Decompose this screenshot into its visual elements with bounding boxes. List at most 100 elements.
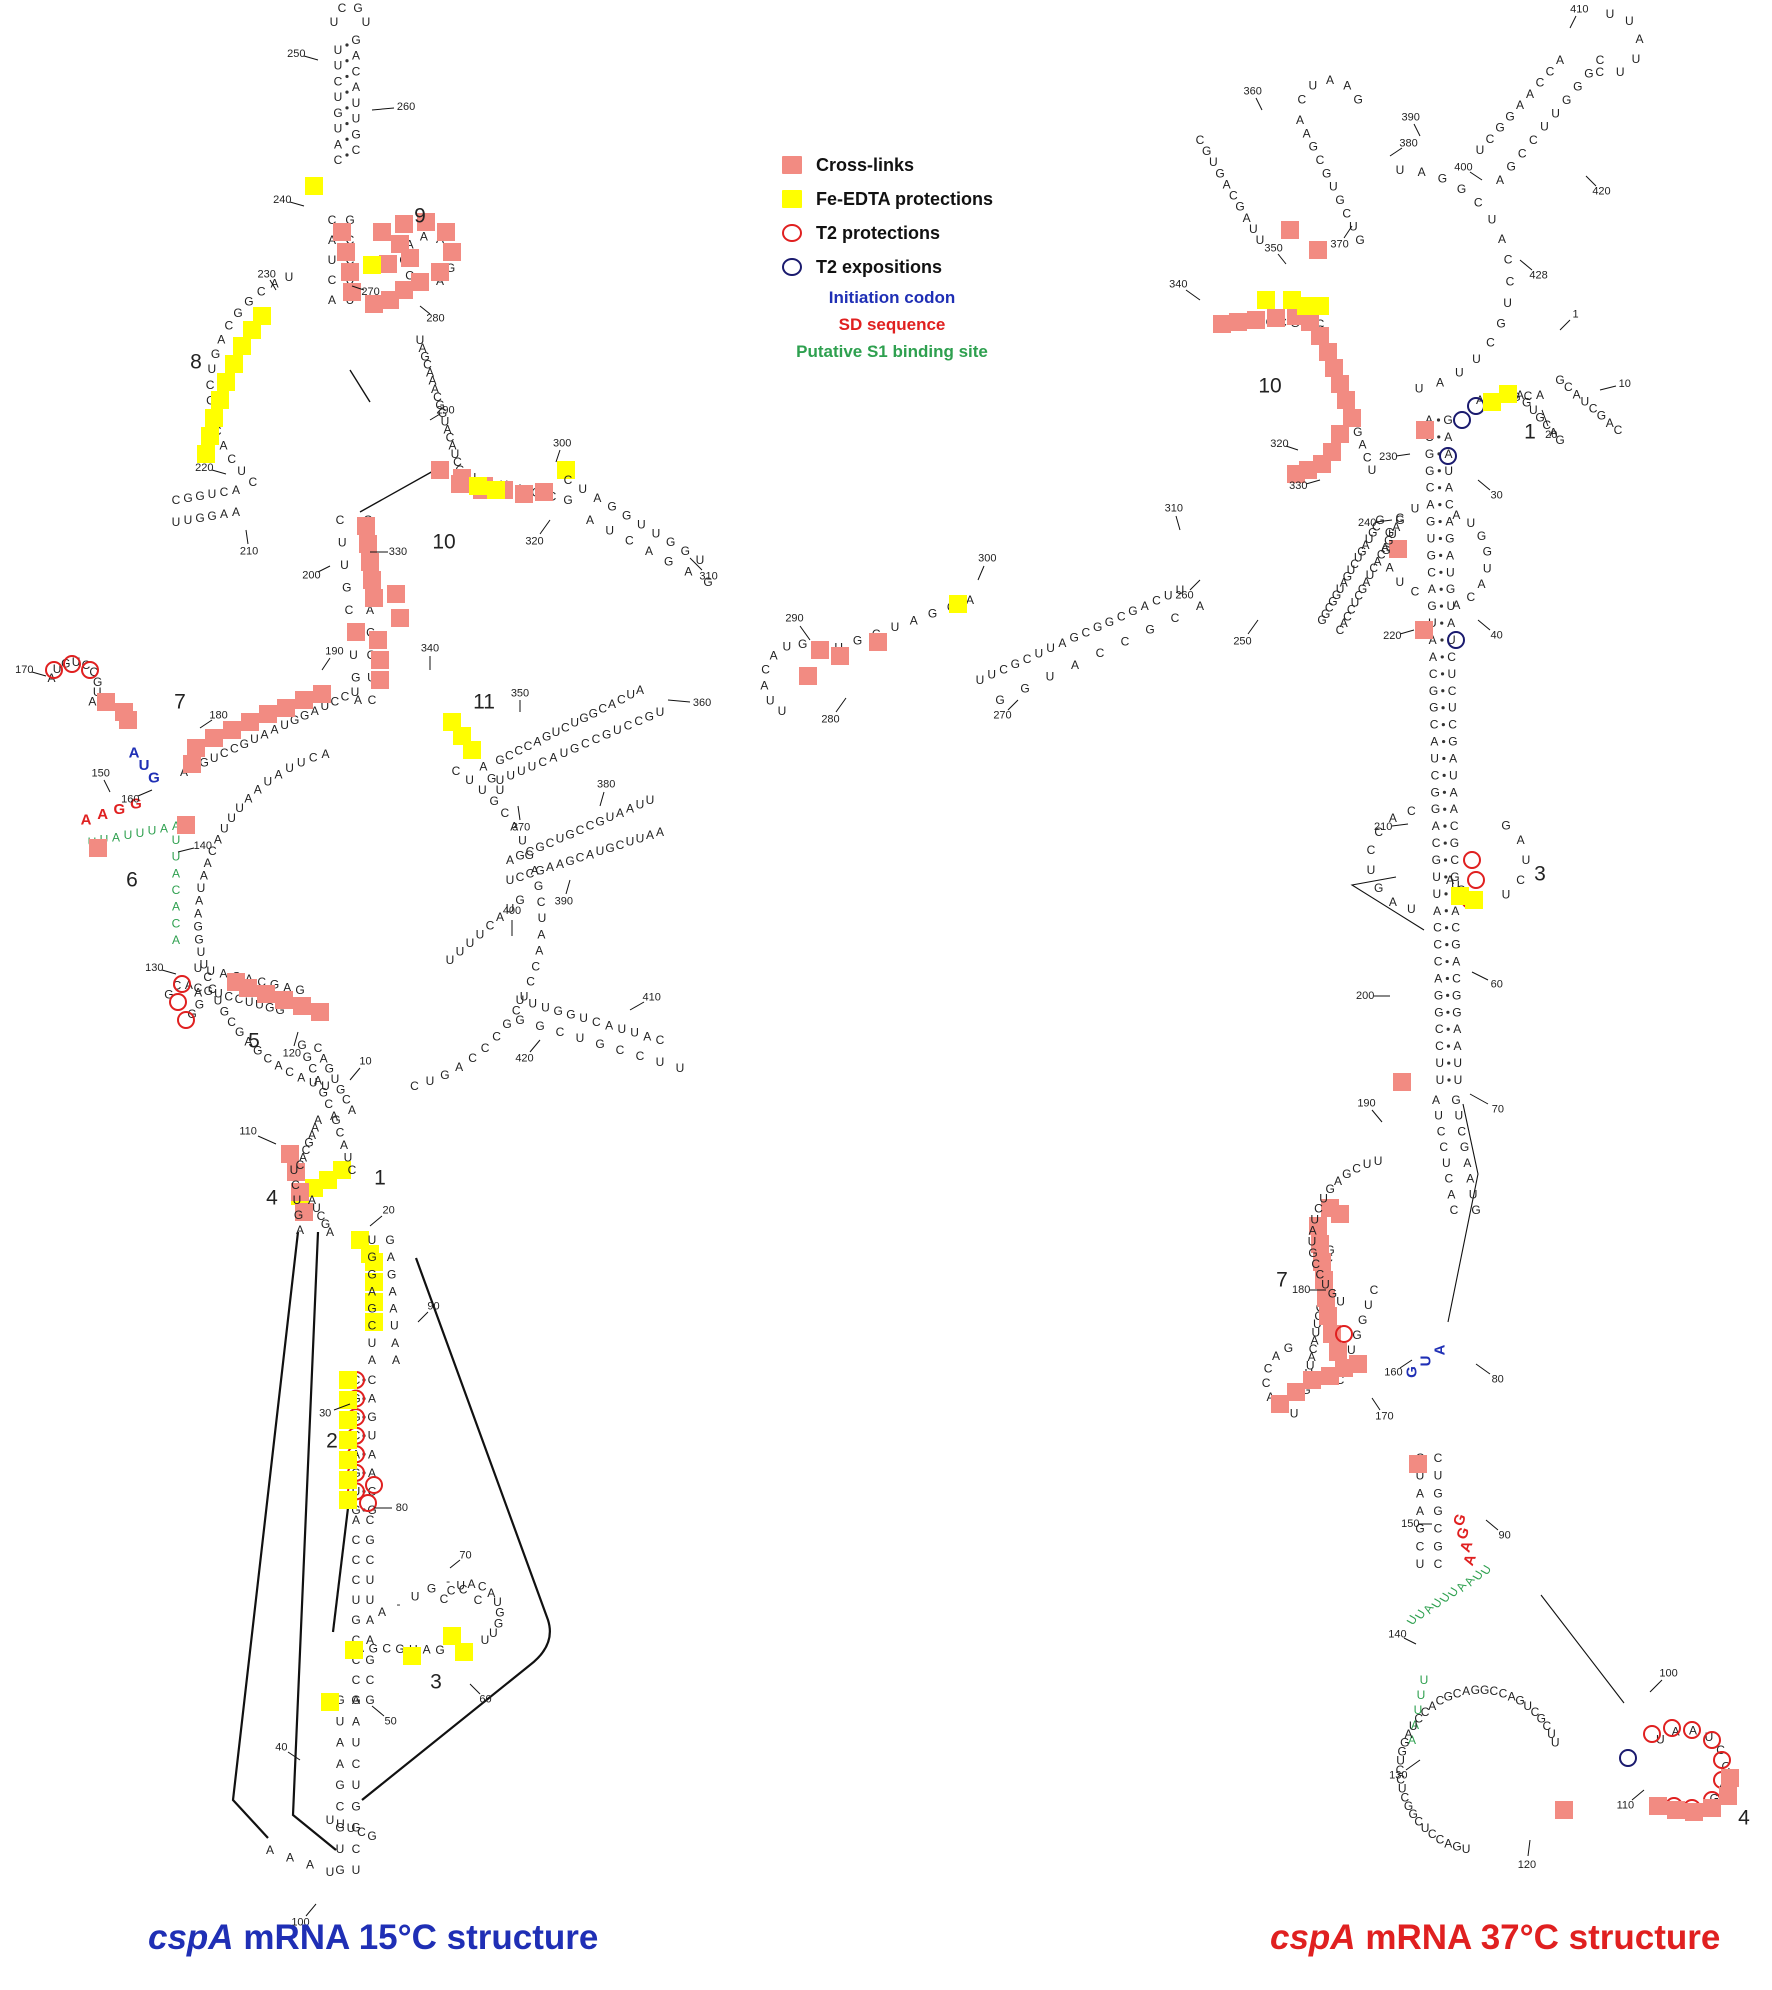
nucleotide: C	[317, 1209, 326, 1223]
nucleotide: U	[1581, 394, 1590, 408]
crosslink-mark	[1319, 1307, 1337, 1325]
crosslink-mark	[119, 711, 137, 729]
nucleotide: C	[1372, 519, 1381, 533]
t2-protection-ring	[1713, 1751, 1731, 1769]
nucleotide: A	[299, 1151, 307, 1165]
nucleotide: G	[183, 491, 192, 505]
base-pair-dot	[1437, 486, 1442, 490]
nucleotide: U	[1523, 1699, 1532, 1713]
nucleotide: G	[534, 879, 543, 893]
base-pair-dot	[1443, 807, 1447, 811]
nucleotide: C	[1516, 873, 1525, 887]
s1-nucleotide: U	[1414, 1703, 1423, 1717]
nucleotide: U	[1312, 1325, 1321, 1339]
crosslink-mark	[451, 475, 469, 493]
nucleotide: U	[493, 1595, 502, 1609]
nucleotide: G	[1431, 802, 1440, 816]
position-label-tick	[1189, 579, 1201, 591]
nucleotide: A	[636, 683, 644, 697]
nucleotide: U	[528, 997, 537, 1011]
nucleotide: A	[219, 967, 227, 981]
nucleotide: C	[1504, 253, 1513, 267]
crosslink-mark	[357, 517, 375, 535]
base-pair-dot	[1441, 689, 1445, 693]
t2-protection-ring	[169, 993, 187, 1011]
nucleotide: G	[1452, 1840, 1461, 1854]
nucleotide: -	[397, 1597, 401, 1611]
base-pair-dot	[1441, 706, 1445, 710]
position-label: 160	[1384, 1366, 1402, 1378]
nucleotide: A	[387, 1250, 395, 1264]
nucleotide: U	[326, 1865, 335, 1879]
nucleotide: A	[352, 1513, 360, 1527]
nucleotide: C	[1430, 718, 1439, 732]
nucleotide: G	[1457, 182, 1466, 196]
nucleotide: A	[368, 1284, 376, 1298]
nucleotide: C	[1467, 590, 1476, 604]
nucleotide: U	[466, 936, 475, 950]
nucleotide: A	[420, 229, 428, 243]
t2-protection-ring	[1335, 1325, 1353, 1343]
nucleotide: U	[416, 333, 425, 347]
nucleotide: A	[368, 1466, 376, 1480]
nucleotide: G	[367, 1410, 376, 1424]
nucleotide: G	[1434, 988, 1443, 1002]
nucleotide: G	[494, 1616, 503, 1630]
domain-number: 7	[174, 691, 186, 714]
base-pair-dot	[1443, 841, 1447, 845]
nucleotide: C	[1354, 589, 1363, 603]
position-label: 100	[291, 1917, 309, 1929]
nucleotide: A	[1405, 1727, 1413, 1741]
nucleotide: A	[1549, 426, 1557, 440]
position-label-tick	[1399, 629, 1415, 635]
nucleotide: A	[1452, 598, 1460, 612]
nucleotide: G	[570, 741, 579, 755]
nucleotide: A	[1516, 98, 1524, 112]
crosslink-mark	[1247, 311, 1265, 329]
domain-number: 2	[326, 1430, 338, 1453]
nucleotide: G	[233, 306, 242, 320]
nucleotide: C	[514, 744, 523, 758]
nucleotide: C	[1311, 1257, 1320, 1271]
nucleotide: C	[1596, 53, 1605, 67]
nucleotide: U	[1476, 143, 1485, 157]
nucleotide: G	[1335, 193, 1344, 207]
nucleotide: G	[535, 863, 544, 877]
fe-edta-mark	[225, 355, 243, 373]
crosslink-mark	[1343, 409, 1361, 427]
crosslink-mark	[1303, 1371, 1321, 1389]
nucleotide: U	[1427, 531, 1436, 545]
nucleotide: A	[366, 1613, 374, 1627]
nucleotide: U	[334, 43, 343, 57]
nucleotide: A	[1449, 751, 1457, 765]
nucleotide: A	[1446, 873, 1454, 887]
legend-crosslinks: Cross-links	[782, 148, 1002, 182]
pseudoknot-arm	[291, 1231, 337, 1851]
position-label-tick	[287, 1751, 301, 1761]
nucleotide: C	[352, 1553, 361, 1567]
nucleotide: C	[1414, 1712, 1423, 1726]
base-pair-dot	[345, 121, 349, 126]
nucleotide: U	[1632, 52, 1641, 66]
position-label: 20	[382, 1205, 394, 1217]
s1-nucleotide: A	[1408, 1733, 1416, 1747]
nucleotide: G	[367, 1829, 376, 1843]
nucleotide: U	[1411, 502, 1420, 516]
nucleotide: A	[443, 422, 451, 436]
position-label: 280	[426, 312, 444, 324]
nucleotide: G	[335, 1778, 344, 1792]
nucleotide: A	[214, 833, 222, 847]
nucleotide: U	[1308, 1235, 1317, 1249]
position-label-tick	[417, 1311, 429, 1323]
nucleotide: C	[761, 662, 770, 676]
nucleotide: A	[1508, 1690, 1516, 1704]
sd-nucleotide: G	[1453, 1525, 1473, 1542]
crosslink-mark	[311, 1003, 329, 1021]
nucleotide: G	[290, 713, 299, 727]
crosslink-mark	[365, 589, 383, 607]
nucleotide: U	[250, 732, 259, 746]
nucleotide: U	[1364, 1298, 1373, 1312]
nucleotide: A	[314, 1113, 322, 1127]
nucleotide: G	[542, 730, 551, 744]
nucleotide: A	[1446, 515, 1454, 529]
